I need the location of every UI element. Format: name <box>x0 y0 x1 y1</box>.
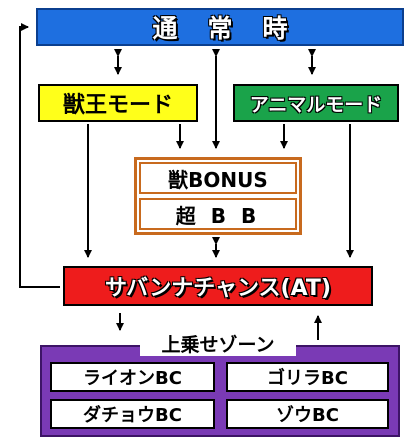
savanna-chance-box: サバンナチャンス(AT) <box>63 266 373 306</box>
elephant-bc-box: ゾウBC <box>226 399 389 429</box>
beast-bonus-box: 獣BONUS <box>139 162 297 194</box>
gorilla-bc-label: ゴリラBC <box>267 368 348 389</box>
lion-bc-box: ライオンBC <box>50 362 215 392</box>
normal-state-label: 通常時 <box>152 14 318 43</box>
elephant-bc-label: ゾウBC <box>276 405 339 426</box>
normal-state-box: 通常時 <box>36 8 404 46</box>
super-bb-box: 超 B B <box>139 198 297 230</box>
animal-mode-box: アニマルモード <box>233 84 399 122</box>
savanna-chance-label: サバンナチャンス(AT) <box>105 276 331 301</box>
super-bb-label: 超 B B <box>175 203 261 228</box>
zone-title: 上乗せゾーン <box>140 330 296 356</box>
ostrich-bc-label: ダチョウBC <box>83 405 182 426</box>
ostrich-bc-box: ダチョウBC <box>50 399 215 429</box>
beast-bonus-label: 獣BONUS <box>168 167 268 192</box>
animal-mode-label: アニマルモード <box>249 93 383 116</box>
gorilla-bc-box: ゴリラBC <box>226 362 389 392</box>
beast-mode-box: 獣王モード <box>38 84 198 122</box>
beast-mode-label: 獣王モード <box>62 93 173 118</box>
arrow-at-normal-loop <box>19 23 60 288</box>
lion-bc-label: ライオンBC <box>83 368 182 389</box>
